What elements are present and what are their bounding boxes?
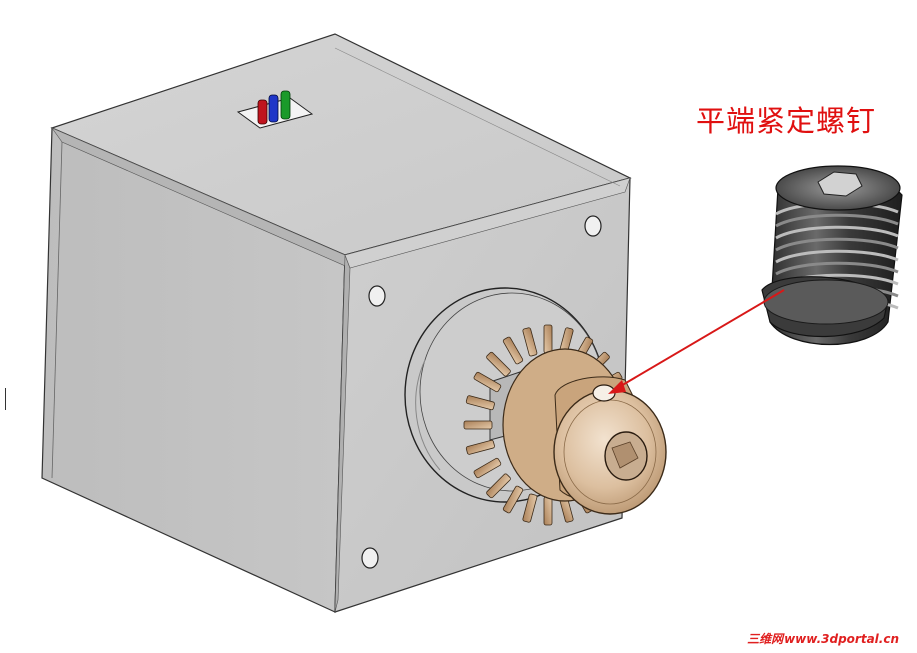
- wire-red-icon: [257, 99, 268, 125]
- mounting-holes: [361, 215, 602, 569]
- setscrew-label: 平端紧定螺钉: [696, 104, 877, 138]
- gear-tooth: [465, 395, 495, 411]
- thread-line: [775, 249, 899, 264]
- mount-hole-top-left: [368, 285, 386, 307]
- gear-tooth: [473, 371, 502, 393]
- gear-tooth: [502, 336, 524, 365]
- gear-tooth: [543, 496, 553, 526]
- mount-hole-bottom-left: [361, 547, 379, 569]
- watermark-url: www.3dportal.cn: [784, 632, 899, 646]
- thread-line: [775, 225, 899, 240]
- thread-line: [775, 261, 899, 276]
- thread-line: [775, 237, 899, 252]
- mount-hole-top-right: [584, 215, 602, 237]
- flat-point-set-screw: [761, 165, 903, 345]
- gear-tooth: [502, 485, 524, 514]
- watermark: 三维网www.3dportal.cn: [747, 630, 899, 647]
- text-cursor: [5, 388, 6, 410]
- leader-line: [613, 289, 785, 391]
- wire-green-icon: [280, 90, 291, 120]
- wire-connector: [236, 90, 314, 129]
- gear-tooth: [543, 324, 553, 354]
- gear-tooth: [486, 351, 511, 377]
- watermark-cn: 三维网: [747, 632, 784, 646]
- gear-tooth: [486, 473, 511, 499]
- hex-socket-icon: [817, 171, 863, 197]
- spur-gear: [463, 324, 667, 526]
- gear-tooth: [465, 439, 495, 455]
- wire-blue-icon: [268, 94, 279, 123]
- gear-tooth: [522, 493, 538, 523]
- motor-body: [41, 33, 632, 613]
- callout-leader: [608, 289, 785, 394]
- leader-arrowhead: [608, 380, 626, 394]
- thread-line: [775, 213, 899, 228]
- gear-tooth: [463, 420, 493, 430]
- gear-tooth: [473, 457, 502, 479]
- gear-tooth: [522, 327, 538, 357]
